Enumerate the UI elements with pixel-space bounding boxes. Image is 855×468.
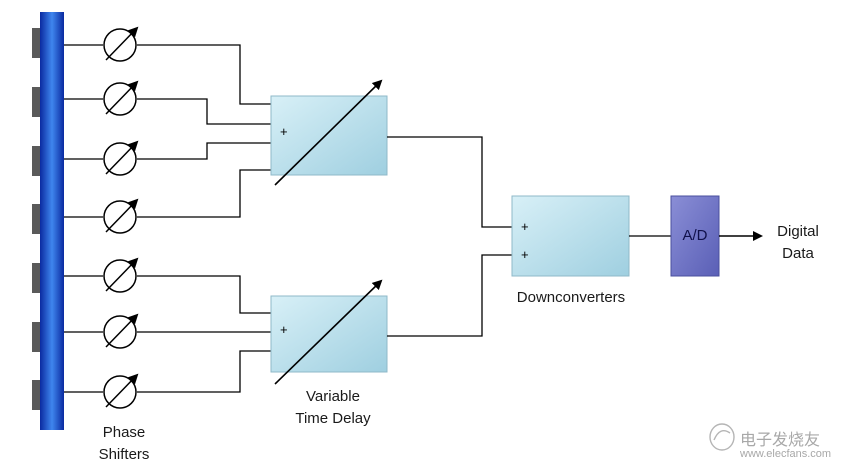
phase-shifters <box>103 26 139 409</box>
variable-time-delay-upper: + <box>270 79 388 186</box>
phase-shifters-label: Phase Shifters <box>92 422 156 466</box>
watermark-cn: 电子发烧友 <box>740 432 821 449</box>
phase-shifter-symbol-icon <box>103 140 139 176</box>
variable-diagonal-arrow-icon <box>274 279 383 385</box>
downconverter: + + <box>511 195 630 277</box>
phase-shifter-symbol-icon <box>103 257 139 293</box>
digital-data-label-line2: Data <box>782 245 814 262</box>
watermark-url: www.elecfans.com <box>740 448 832 460</box>
phase-shifters-label-line1: Phase <box>102 424 146 441</box>
phase-shifter-symbol-icon <box>103 198 139 234</box>
antenna-element-tab <box>32 322 40 352</box>
antenna-element-tab <box>32 87 40 117</box>
plus-sign: + <box>280 322 288 337</box>
variable-diagonal-arrow-icon <box>274 79 383 186</box>
antenna-array <box>32 12 64 430</box>
phase-shifter-symbol-icon <box>103 80 139 116</box>
routing-lines-upper <box>137 44 271 218</box>
antenna-element-tab <box>32 204 40 234</box>
phase-shifter-symbol-icon <box>103 313 139 349</box>
variable-time-delay-label-line1: Variable <box>306 388 360 405</box>
phase-shifter-symbol-icon <box>103 26 139 62</box>
phase-shifters-label-line2: Shifters <box>98 446 150 463</box>
digital-data-label: Digital Data <box>768 221 828 265</box>
antenna-element-tab <box>32 28 40 58</box>
phase-shifter-symbol-icon <box>103 373 139 409</box>
delay-box <box>270 295 388 373</box>
ad-converter-box <box>670 195 720 277</box>
ad-label: A/D <box>682 227 708 244</box>
variable-time-delay-label: Variable Time Delay <box>283 386 383 430</box>
downconverters-label: Downconverters <box>516 289 626 306</box>
elecfans-logo-icon <box>709 423 735 451</box>
downconverter-box <box>511 195 630 277</box>
plus-sign: + <box>521 247 529 262</box>
plus-sign: + <box>280 124 288 139</box>
plus-sign: + <box>521 219 529 234</box>
antenna-element-tab <box>32 146 40 176</box>
antenna-element-tab <box>32 263 40 293</box>
delay-box <box>270 95 388 176</box>
feed-lines <box>64 44 103 393</box>
digital-data-label-line1: Digital <box>777 223 819 240</box>
variable-time-delay-label-line2: Time Delay <box>295 410 371 427</box>
variable-time-delay-lower: + <box>270 279 388 385</box>
antenna-element-tab <box>32 380 40 410</box>
routing-lines-downconverter <box>387 136 512 337</box>
antenna-bar <box>40 12 64 430</box>
routing-lines-lower <box>137 275 271 393</box>
